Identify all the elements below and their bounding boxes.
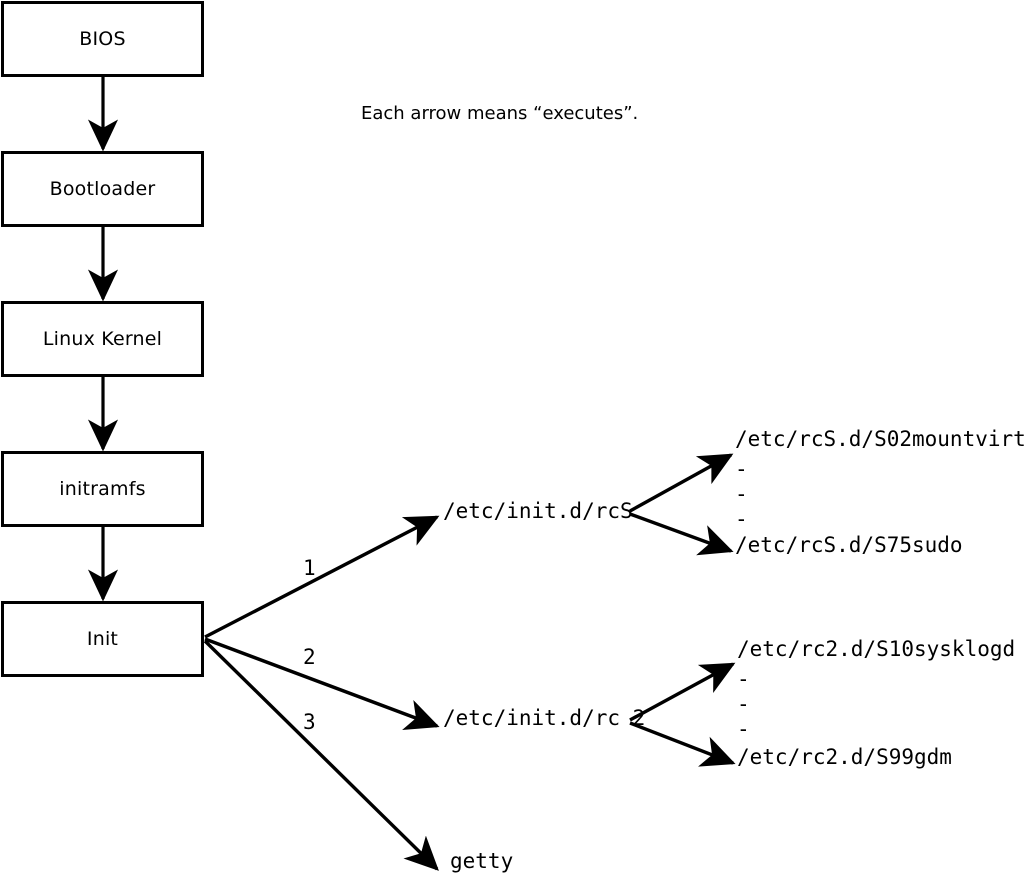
stage-label-bootloader: Bootloader [49, 177, 156, 200]
stage-box-bootloader[interactable]: Bootloader [1, 151, 204, 227]
stage-label-initramfs: initramfs [59, 477, 146, 500]
branch-arrow-2 [204, 637, 440, 730]
rcs-ellipsis-dash-2: - [735, 482, 748, 506]
rcs-script-first[interactable]: /etc/rcS.d/S02mountvirtfs [735, 427, 1024, 451]
branch-number-2: 2 [303, 645, 316, 669]
stage-label-init: Init [86, 627, 119, 650]
branch-target-getty[interactable]: getty [450, 849, 514, 873]
rcs-ellipsis-dash-1: - [735, 457, 748, 481]
rcs-script-last[interactable]: /etc/rcS.d/S75sudo [735, 533, 963, 557]
rcs-branch-arrow-last [629, 512, 734, 556]
rc2-branch-arrow-last [629, 721, 736, 767]
stage-label-bios: BIOS [79, 27, 126, 50]
branch-target-rcs[interactable]: /etc/init.d/rcS [443, 499, 633, 523]
stage-label-kernel: Linux Kernel [42, 327, 163, 350]
stage-box-bios[interactable]: BIOS [1, 1, 204, 77]
stage-box-kernel[interactable]: Linux Kernel [1, 301, 204, 377]
branch-number-1: 1 [303, 556, 316, 580]
rc2-branch-arrow-first [629, 662, 736, 722]
rcs-branch-arrow-first [629, 453, 734, 513]
branch-target-rc2[interactable]: /etc/init.d/rc 2 [443, 706, 646, 730]
stage-box-init[interactable]: Init [1, 601, 204, 677]
rc2-script-first[interactable]: /etc/rc2.d/S10sysklogd [737, 637, 1016, 661]
branch-arrow-1 [204, 515, 440, 639]
diagram-caption: Each arrow means “executes”. [361, 103, 639, 124]
rc2-script-last[interactable]: /etc/rc2.d/S99gdm [737, 745, 952, 769]
stage-box-initramfs[interactable]: initramfs [1, 451, 204, 527]
rc2-ellipsis-dash-3: - [737, 717, 750, 741]
rc2-ellipsis-dash-2: - [737, 692, 750, 716]
branch-number-3: 3 [303, 710, 316, 734]
branch-arrow-3 [203, 639, 439, 871]
rc2-ellipsis-dash-1: - [737, 667, 750, 691]
rcs-ellipsis-dash-3: - [735, 507, 748, 531]
